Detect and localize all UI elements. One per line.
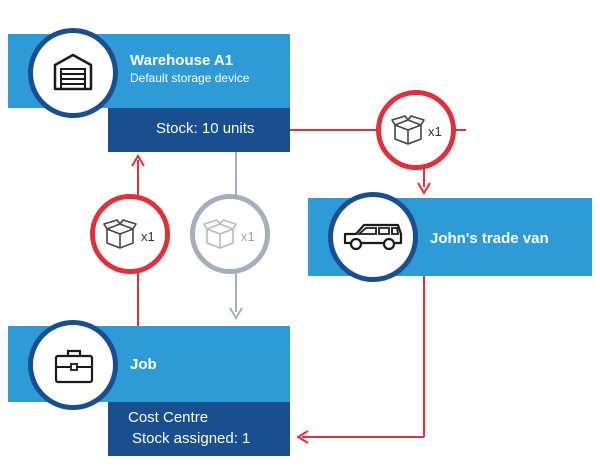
arrowhead-to-van	[417, 182, 431, 195]
job-cost-centre-label: Cost Centre	[128, 409, 209, 426]
warehouse-subtitle: Default storage device	[130, 71, 250, 85]
warehouse-title: Warehouse A1	[130, 52, 234, 69]
warehouse-icon	[53, 53, 93, 91]
van-icon-badge	[328, 192, 418, 282]
arrowhead-to-warehouse	[131, 154, 145, 167]
transfer-badge-warehouse-to-job: x1	[190, 194, 270, 274]
job-icon-badge	[28, 320, 118, 410]
flow-van-to-job	[302, 275, 425, 438]
warehouse-stock-label: Stock: 10 units	[156, 120, 255, 137]
job-stock-assigned: Stock assigned: 1	[132, 430, 251, 447]
arrowhead-to-job	[229, 307, 243, 320]
transfer-badge-warehouse-to-van: x1	[376, 90, 456, 170]
van-icon	[343, 223, 403, 251]
warehouse-stock-panel: Stock: 10 units	[108, 108, 290, 152]
transfer-qty: x1	[241, 229, 255, 244]
box-icon	[391, 115, 425, 145]
box-icon	[203, 219, 237, 249]
transfer-qty: x1	[141, 229, 155, 244]
van-title: John's trade van	[430, 230, 549, 247]
warehouse-icon-badge	[28, 28, 118, 118]
job-title: Job	[130, 356, 157, 373]
transfer-badge-job-to-warehouse: x1	[90, 194, 170, 274]
box-icon	[103, 219, 137, 249]
arrowhead-to-cost-centre	[296, 430, 309, 444]
briefcase-icon	[54, 349, 94, 384]
transfer-qty: x1	[428, 124, 442, 139]
job-cost-centre-panel: Cost Centre Stock assigned: 1	[108, 402, 290, 456]
